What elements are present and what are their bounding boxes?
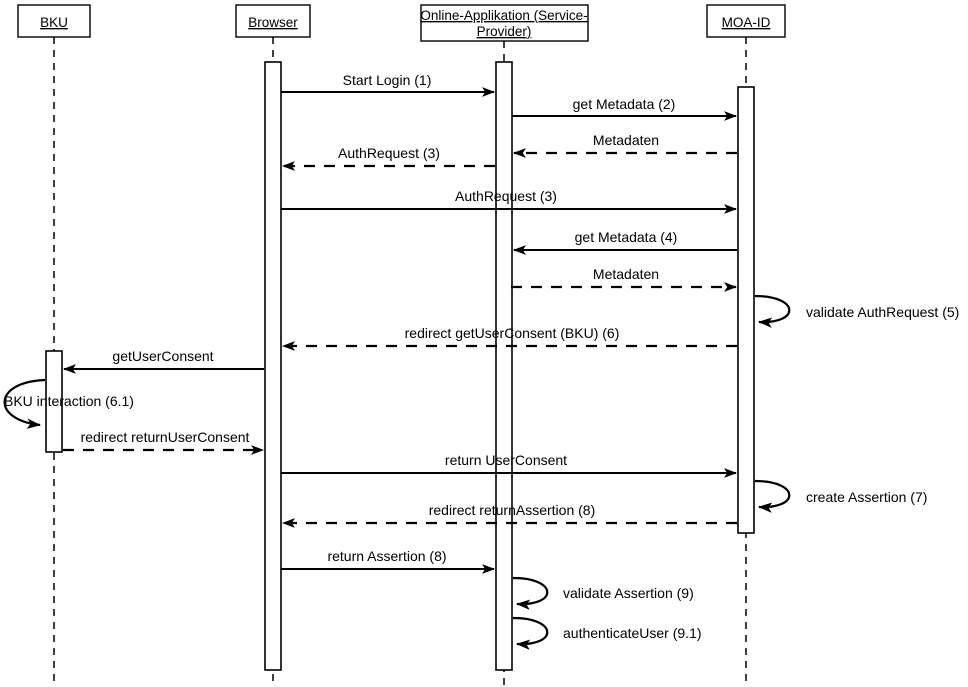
message-arrow-authenticate-user [512,616,549,650]
message-start-login[interactable]: Start Login (1) [281,72,495,97]
message-bku-interaction[interactable]: BKU interaction (6.1) [3,378,134,429]
message-label-metadaten-2: Metadaten [593,266,659,282]
message-return-assertion[interactable]: return Assertion (8) [281,548,495,574]
message-getuserconsent[interactable]: getUserConsent [63,348,264,374]
message-label-validate-assertion: validate Assertion (9) [563,585,694,601]
message-label-start-login: Start Login (1) [343,72,432,88]
message-redirect-returnuserconsent[interactable]: redirect returnUserConsent [63,429,264,455]
message-arrow-validate-authrequest [754,294,791,328]
message-authrequest-3-to-moaid[interactable]: AuthRequest (3) [281,188,737,214]
message-create-assertion[interactable]: create Assertion (7) [754,479,927,513]
lifeline-label-online-applikation-line2: Provider) [477,24,532,39]
message-authrequest-3-to-browser[interactable]: AuthRequest (3) [282,145,495,171]
message-label-metadaten-1: Metadaten [593,132,659,148]
message-redirect-returnassertion[interactable]: redirect returnAssertion (8) [282,502,737,528]
message-arrow-create-assertion [754,479,791,513]
lifeline-header-box-bku[interactable] [17,4,91,38]
message-label-create-assertion: create Assertion (7) [806,489,927,505]
lifeline-bku[interactable]: BKU [17,4,91,687]
lifeline-moa-id[interactable]: MOA-ID [706,4,786,687]
lifeline-label-online-applikation-line1: Online-Applikation (Service- [420,8,587,23]
message-label-authrequest-3-to-moaid: AuthRequest (3) [455,188,557,204]
message-redirect-getuserconsent[interactable]: redirect getUserConsent (BKU) (6) [282,325,737,351]
activation-bar-bku[interactable] [45,350,63,453]
activation-bar-browser[interactable] [264,61,282,671]
message-get-metadata-2[interactable]: get Metadata (2) [512,96,737,121]
activation-bar-moa-id[interactable] [737,86,755,534]
message-label-redirect-returnuserconsent: redirect returnUserConsent [81,429,250,445]
message-label-redirect-getuserconsent: redirect getUserConsent (BKU) (6) [405,325,620,341]
message-label-get-metadata-2: get Metadata (2) [573,96,676,112]
message-return-userconsent[interactable]: return UserConsent [281,452,737,478]
message-validate-assertion[interactable]: validate Assertion (9) [512,576,694,610]
lifeline-browser[interactable]: Browser [235,4,311,687]
message-label-bku-interaction: BKU interaction (6.1) [4,393,134,409]
message-authenticate-user[interactable]: authenticateUser (9.1) [512,616,702,650]
lifeline-label-browser: Browser [248,15,298,30]
activation-bar-online-applikation[interactable] [495,61,513,671]
lifeline-label-bku: BKU [40,15,68,30]
message-validate-authrequest[interactable]: validate AuthRequest (5) [754,294,959,328]
message-arrow-bku-interaction [3,378,46,429]
message-label-validate-authrequest: validate AuthRequest (5) [806,304,959,320]
message-label-return-userconsent: return UserConsent [445,452,567,468]
message-label-redirect-returnassertion: redirect returnAssertion (8) [429,502,596,518]
message-label-return-assertion: return Assertion (8) [327,548,446,564]
message-metadaten-2[interactable]: Metadaten [511,266,737,292]
message-label-getuserconsent: getUserConsent [112,348,213,364]
message-label-authrequest-3-to-browser: AuthRequest (3) [338,145,440,161]
lifelines-layer: BKU Browser Online-Applikation (Service-… [17,4,786,687]
lifeline-header-box-online-applikation[interactable] [420,4,589,42]
lifeline-online-applikation[interactable]: Online-Applikation (Service- Provider) [420,4,589,687]
message-arrow-validate-assertion [512,576,549,610]
message-metadaten-1[interactable]: Metadaten [513,132,737,158]
message-get-metadata-4[interactable]: get Metadata (4) [513,229,737,255]
message-label-authenticate-user: authenticateUser (9.1) [563,625,702,641]
message-label-get-metadata-4: get Metadata (4) [575,229,678,245]
messages-layer: Start Login (1) get Metadata (2) Metadat… [3,72,959,650]
lifeline-label-moa-id: MOA-ID [722,15,771,30]
